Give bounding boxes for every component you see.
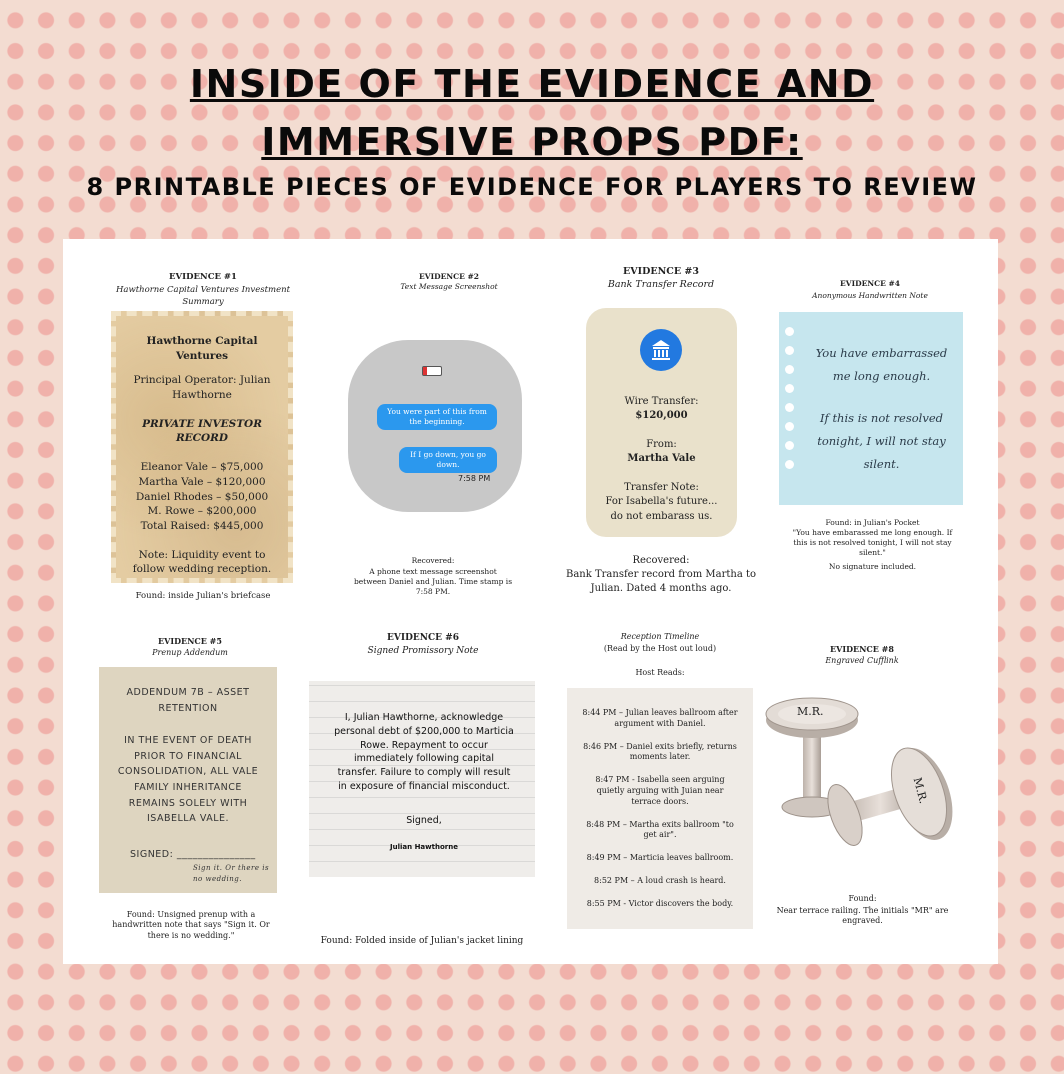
evidence-4-quote: "You have embarassed me long enough. If … bbox=[792, 528, 953, 557]
wire-amount: $120,000 bbox=[635, 410, 688, 421]
evidence-2-recovered: Recovered: bbox=[411, 556, 455, 565]
evidence-3-subtitle: Bank Transfer Record bbox=[607, 279, 715, 290]
investor-line: Daniel Rhodes – $50,000 bbox=[135, 490, 269, 503]
title-line-1: INSIDE OF THE EVIDENCE AND bbox=[189, 62, 875, 106]
promissory-note: I, Julian Hawthorne, acknowledge persona… bbox=[309, 681, 535, 877]
evidence-1-found: Found: inside Julian's briefcase bbox=[135, 591, 271, 601]
evidence-2-label: EVIDENCE #2 bbox=[419, 272, 479, 281]
evidence-4-subtitle: Anonymous Handwritten Note bbox=[812, 291, 928, 300]
timeline-event: 8:44 PM – Julian leaves ballroom after a… bbox=[582, 708, 738, 728]
evidence-3-description: Bank Transfer record from Martha to Juli… bbox=[565, 569, 756, 594]
phone-screenshot: You were part of this from the beginning… bbox=[348, 340, 522, 512]
addendum-body: IN THE EVENT OF DEATH PRIOR TO FINANCIAL… bbox=[117, 735, 259, 825]
signed-line: SIGNED: _______________ bbox=[130, 849, 256, 860]
evidence-5-subtitle: Prenup Addendum bbox=[152, 648, 228, 657]
handwritten-note: Sign it. Or there is no wedding. bbox=[193, 864, 270, 883]
timeline-card: 8:44 PM – Julian leaves ballroom after a… bbox=[567, 688, 753, 929]
evidence-5-found: Found: Unsigned prenup with a handwritte… bbox=[112, 910, 270, 940]
evidence-6-label: EVIDENCE #6 bbox=[387, 633, 459, 643]
promissory-signature: Julian Hawthorne bbox=[390, 843, 458, 851]
evidence-6-subtitle: Signed Promissory Note bbox=[367, 646, 479, 656]
title-line-2: IMMERSIVE PROPS PDF: bbox=[261, 120, 803, 164]
timeline-event: 8:48 PM – Martha exits ballroom "to get … bbox=[586, 819, 734, 840]
evidence-8-label: EVIDENCE #8 bbox=[830, 644, 894, 654]
evidence-6-found: Found: Folded inside of Julian's jacket … bbox=[320, 936, 524, 946]
battery-icon bbox=[422, 366, 442, 376]
investor-total: Total Raised: $445,000 bbox=[140, 519, 264, 532]
evidence-4-label: EVIDENCE #4 bbox=[840, 279, 900, 288]
transfer-note: For Isabella's future... do not embarass… bbox=[605, 496, 718, 522]
timeline-subtitle: (Read by the Host out loud) bbox=[603, 644, 717, 653]
timeline-event: 8:49 PM – Marticia leaves ballroom. bbox=[586, 853, 734, 863]
evidence-3-label: EVIDENCE #3 bbox=[623, 266, 699, 277]
liquidity-note: Note: Liquidity event to follow wedding … bbox=[132, 548, 272, 576]
wire-label: Wire Transfer: bbox=[624, 396, 699, 407]
bank-transfer-card: Wire Transfer: $120,000 From: Martha Val… bbox=[586, 308, 737, 537]
engraving-left: M.R. bbox=[797, 705, 824, 718]
timeline-title: Reception Timeline bbox=[620, 632, 700, 641]
evidence-1-subtitle: Hawthorne Capital Ventures Investment Su… bbox=[115, 285, 290, 307]
evidence-8-subtitle: Engraved Cufflink bbox=[825, 656, 899, 665]
investment-summary-paper: Hawthorne Capital Ventures Principal Ope… bbox=[111, 311, 293, 583]
addendum-heading: ADDENDUM 7B – ASSET RETENTION bbox=[126, 687, 250, 714]
from-label: From: bbox=[646, 439, 677, 450]
timeline-event: 8:46 PM – Daniel exits briefly, returns … bbox=[583, 741, 737, 762]
transfer-note-label: Transfer Note: bbox=[624, 482, 699, 493]
notebook-holes bbox=[785, 327, 795, 469]
timeline-event: 8:47 PM - Isabella seen arguing quietly … bbox=[595, 775, 725, 806]
evidence-4-signature: No signature included. bbox=[828, 562, 917, 571]
evidence-panel: EVIDENCE #1 Hawthorne Capital Ventures I… bbox=[63, 239, 998, 964]
note-line-1: You have embarrassed me long enough. bbox=[815, 346, 948, 383]
handwritten-note: You have embarrassed me long enough. If … bbox=[779, 312, 963, 505]
timeline-event: 8:55 PM - Victor discovers the body. bbox=[586, 898, 734, 908]
investor-line: Martha Vale – $120,000 bbox=[138, 475, 266, 488]
evidence-3-recovered: Recovered: bbox=[632, 555, 690, 566]
message-time: 7:58 PM bbox=[458, 474, 491, 483]
host-reads: Host Reads: bbox=[635, 668, 685, 677]
bank-icon bbox=[640, 329, 682, 371]
from-name: Martha Vale bbox=[627, 453, 696, 464]
message-bubble-2: If I go down, you go down. bbox=[399, 447, 497, 474]
promissory-signed: Signed, bbox=[406, 815, 442, 826]
subtitle: 8 PRINTABLE PIECES OF EVIDENCE FOR PLAYE… bbox=[86, 173, 978, 201]
evidence-4-found: Found: in Julian's Pocket bbox=[825, 518, 920, 527]
timeline-event: 8:52 PM – A loud crash is heard. bbox=[594, 875, 726, 885]
message-bubble-1: You were part of this from the beginning… bbox=[377, 404, 497, 431]
promissory-body: I, Julian Hawthorne, acknowledge persona… bbox=[334, 712, 514, 792]
evidence-2-subtitle: Text Message Screenshot bbox=[400, 282, 498, 291]
evidence-8-description: Near terrace railing. The initials "MR" … bbox=[776, 906, 949, 926]
evidence-8-found: Found: bbox=[848, 894, 877, 903]
prenup-addendum: ADDENDUM 7B – ASSET RETENTION IN THE EVE… bbox=[99, 667, 277, 893]
operator: Principal Operator: Julian Hawthorne bbox=[133, 374, 271, 402]
evidence-1-label: EVIDENCE #1 bbox=[169, 272, 237, 282]
investor-line: Eleanor Vale – $75,000 bbox=[140, 461, 264, 474]
investor-line: M. Rowe – $200,000 bbox=[147, 505, 257, 518]
evidence-5-label: EVIDENCE #5 bbox=[158, 636, 222, 646]
record-heading: PRIVATE INVESTOR RECORD bbox=[142, 417, 262, 445]
note-line-2: If this is not resolved tonight, I will … bbox=[817, 411, 946, 471]
cufflink-image: M.R. M.R. bbox=[763, 694, 958, 864]
doc-title: Hawthorne Capital Ventures bbox=[146, 335, 258, 362]
evidence-2-description: A phone text message screenshot between … bbox=[353, 567, 513, 596]
